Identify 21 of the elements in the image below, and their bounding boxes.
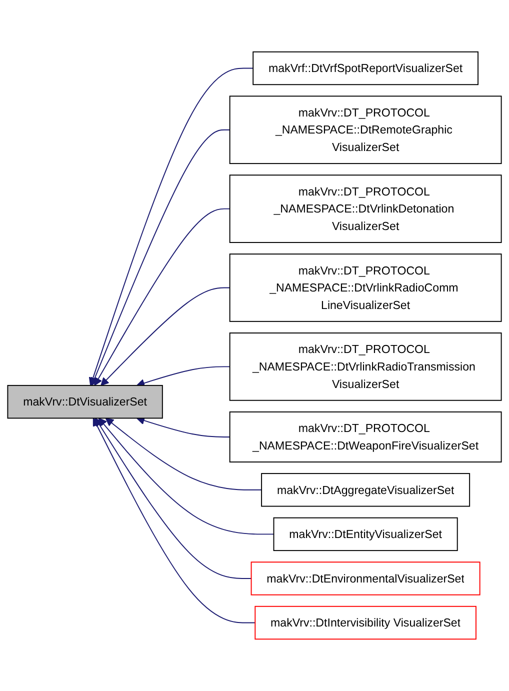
node-box: makVrv::DtEntityVisualizerSet (273, 517, 458, 552)
node-box: makVrv::DtVisualizerSet (7, 384, 163, 419)
node-box: makVrv::DtEnvironmentalVisualizerSet (250, 562, 480, 596)
arrow (88, 68, 254, 386)
node-box: makVrf::DtVrfSpotReportVisualizerSet (252, 51, 478, 86)
node-box: makVrv::DT_PROTOCOL _NAMESPACE::DtRemoteGraphic VisualizerSet (229, 96, 502, 164)
node-box: makVrv::DT_PROTOCOL _NAMESPACE::DtWeaponFireVisualizerSet (229, 411, 502, 462)
arrow (100, 287, 230, 386)
arrow (92, 418, 256, 624)
arrow (136, 366, 230, 388)
arrow (94, 208, 230, 386)
arrow (98, 418, 274, 535)
node-box: makVrv::DtIntervisibility VisualizerSet (254, 606, 476, 640)
node-box: makVrv::DT_PROTOCOL _NAMESPACE::DtVrlinkRadioTransmission VisualizerSet (229, 332, 502, 401)
node-box: makVrv::DT_PROTOCOL _NAMESPACE::DtVrlinkRadioComm LineVisualizerSet (229, 254, 502, 322)
arrow (94, 418, 252, 579)
arrow (105, 418, 262, 490)
node-box: makVrv::DT_PROTOCOL _NAMESPACE::DtVrlinkDetonation VisualizerSet (229, 174, 502, 243)
node-box: makVrv::DtAggregateVisualizerSet (261, 473, 470, 507)
arrow (136, 416, 230, 438)
arrow (90, 129, 230, 386)
